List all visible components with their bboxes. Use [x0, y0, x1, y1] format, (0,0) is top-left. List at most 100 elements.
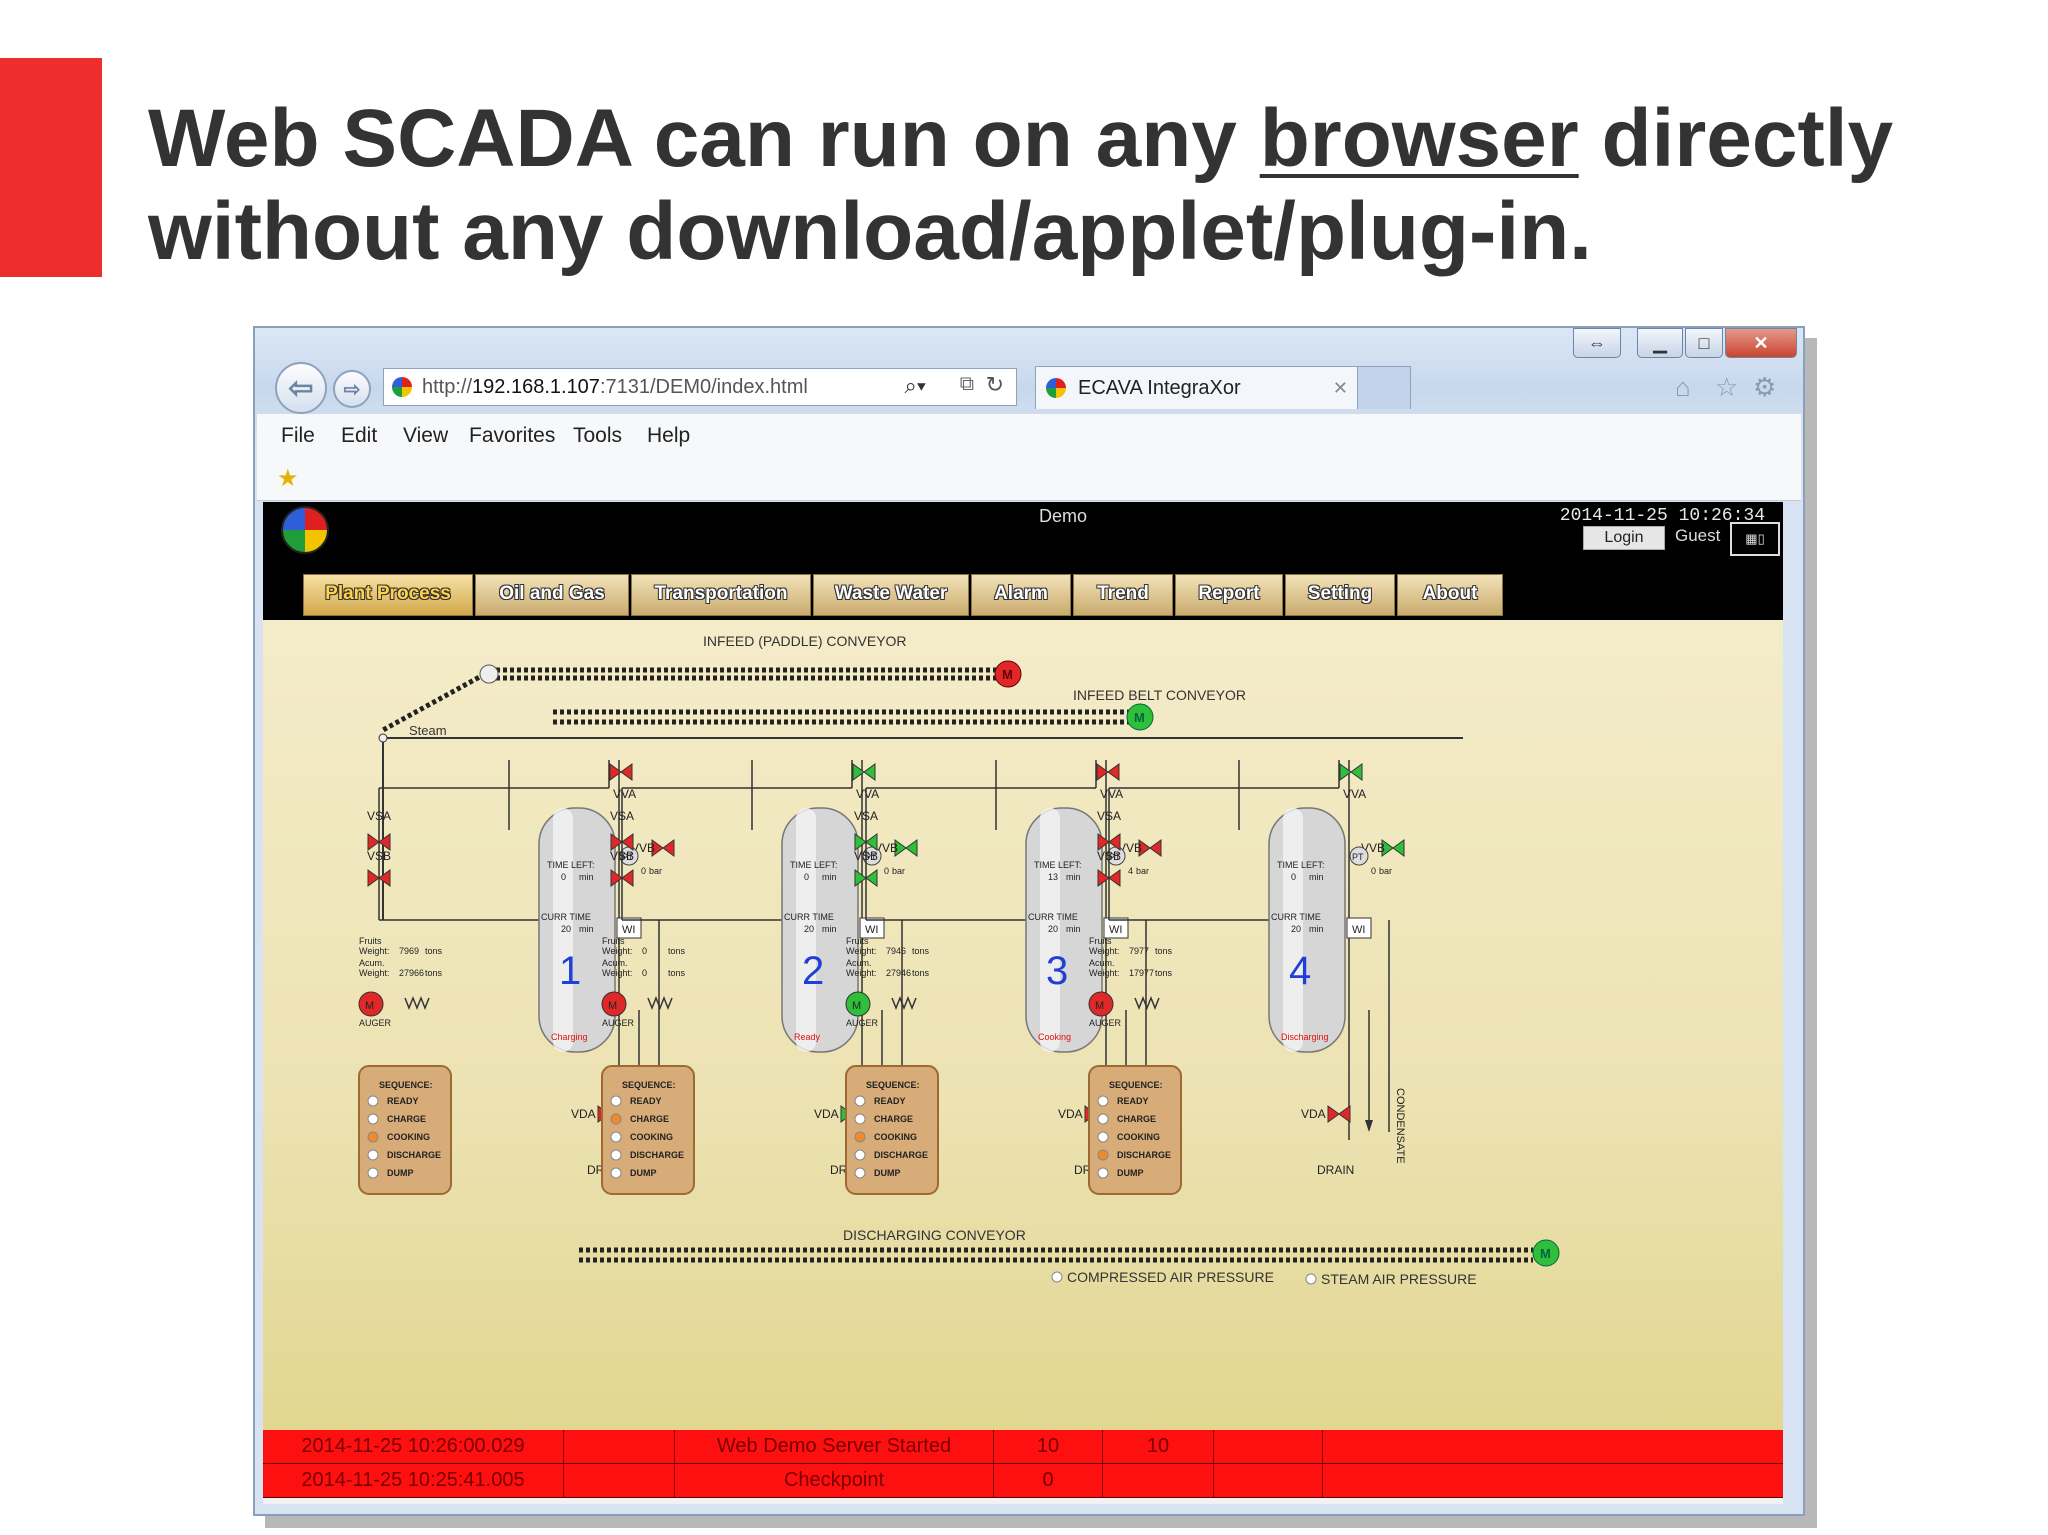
wi-label: WI	[1109, 924, 1122, 936]
tab-setting[interactable]: Setting	[1285, 574, 1395, 616]
vva-valve-icon[interactable]	[609, 763, 633, 781]
vessel-highlight	[1283, 808, 1303, 1052]
vvb-valve-icon[interactable]	[1138, 839, 1162, 857]
vsa-valve-icon[interactable]	[367, 833, 391, 851]
vsb-valve-icon[interactable]	[367, 869, 391, 887]
menu-view[interactable]: View	[403, 424, 449, 447]
close-button[interactable]: ✕	[1725, 328, 1797, 358]
search-icon[interactable]: ⌕▾	[904, 373, 926, 398]
wi-box	[616, 917, 642, 939]
auger-motor-icon[interactable]	[1088, 991, 1114, 1017]
forward-button[interactable]: ⇨	[333, 370, 371, 408]
vsb-label: VSB	[854, 849, 878, 863]
sequence-step-label: READY	[1117, 1096, 1149, 1106]
auger-motor-icon[interactable]	[845, 991, 871, 1017]
sequence-step-indicator	[367, 1095, 379, 1107]
alarm-row[interactable]: 2014-11-25 10:25:41.005 Checkpoint 0	[263, 1464, 1783, 1498]
tab-alarm[interactable]: Alarm	[971, 574, 1071, 616]
home-icon[interactable]: ⌂	[1675, 372, 1691, 402]
alarm-cell: 0	[994, 1464, 1103, 1497]
vsa-valve-icon[interactable]	[854, 833, 878, 851]
auger-motor-label: M	[365, 1000, 374, 1012]
menu-edit[interactable]: Edit	[341, 424, 378, 447]
cooker-number: 2	[802, 949, 824, 993]
address-bar[interactable]: http://192.168.1.107:7131/DEM0/index.htm…	[383, 368, 1017, 406]
sequence-step-indicator	[610, 1167, 622, 1179]
pressure-unit: bar	[892, 866, 905, 876]
auger-motor-icon[interactable]	[358, 991, 384, 1017]
restore-size-icon[interactable]: ⇔	[1573, 328, 1621, 358]
pt-gauge-icon	[862, 846, 882, 866]
alarm-row[interactable]: 2014-11-25 10:26:00.029 Web Demo Server …	[263, 1430, 1783, 1464]
pressure-unit: bar	[1379, 866, 1392, 876]
vvb-valve-icon[interactable]	[894, 839, 918, 857]
vsa-label: VSA	[1097, 809, 1121, 823]
sequence-step-label: CHARGE	[630, 1114, 669, 1124]
time-left-unit: min	[822, 872, 837, 882]
maximize-button[interactable]: □	[1685, 328, 1723, 358]
compat-view-icon[interactable]: ⧉	[959, 373, 974, 395]
vsa-valve-icon[interactable]	[1097, 833, 1121, 851]
cooker-number: 1	[559, 949, 581, 993]
sequence-step-label: DUMP	[387, 1168, 414, 1178]
tab-trend[interactable]: Trend	[1073, 574, 1173, 616]
back-button[interactable]: ⇦	[275, 362, 327, 414]
menu-help[interactable]: Help	[647, 424, 691, 447]
menu-tools[interactable]: Tools	[573, 424, 623, 447]
tab-oil-and-gas[interactable]: Oil and Gas	[475, 574, 629, 616]
vva-valve-icon[interactable]	[852, 763, 876, 781]
gear-icon[interactable]: ⚙	[1753, 372, 1777, 402]
alarm-message: Checkpoint	[675, 1464, 994, 1497]
paddle-motor-icon[interactable]	[994, 660, 1022, 688]
auger-motor-icon[interactable]	[601, 991, 627, 1017]
discharge-motor-icon[interactable]	[1532, 1239, 1560, 1267]
auger-label: AUGER	[602, 1018, 635, 1028]
vvb-valve-icon[interactable]	[651, 839, 675, 857]
vsa-valve-icon[interactable]	[610, 833, 634, 851]
new-tab-button[interactable]	[1357, 366, 1411, 409]
menu-file[interactable]: File	[281, 424, 315, 447]
curr-time-label: CURR TIME	[784, 912, 834, 922]
vda-label: VDA	[814, 1107, 839, 1121]
minimize-button[interactable]: ▁	[1637, 328, 1683, 358]
vsb-valve-icon[interactable]	[610, 869, 634, 887]
auger-screw-icon	[891, 995, 917, 1011]
sequence-title: SEQUENCE:	[622, 1080, 676, 1090]
process-diagram: INFEED (PADDLE) CONVEYOR M INFEED BELT C…	[358, 633, 1560, 1287]
belt-motor-icon[interactable]	[1126, 703, 1154, 731]
time-left-value: 13	[1048, 872, 1058, 882]
tab-report[interactable]: Report	[1175, 574, 1283, 616]
vsb-valve-icon[interactable]	[854, 869, 878, 887]
acum-label: Acum.	[1089, 958, 1115, 968]
tab-close-icon[interactable]: ✕	[1332, 377, 1348, 398]
tab-about[interactable]: About	[1397, 574, 1503, 616]
sequence-step-label: CHARGE	[874, 1114, 913, 1124]
vva-label: VVA	[1100, 787, 1123, 801]
tab-waste-water[interactable]: Waste Water	[813, 574, 969, 616]
vda-valve-icon[interactable]	[1327, 1105, 1351, 1123]
steam-junction	[378, 733, 388, 743]
add-favorite-star-icon[interactable]: ★	[277, 465, 299, 492]
vva-valve-icon[interactable]	[1339, 763, 1363, 781]
alarm-cell: 10	[994, 1430, 1103, 1463]
vva-valve-icon[interactable]	[1096, 763, 1120, 781]
vvb-valve-icon[interactable]	[1381, 839, 1405, 857]
time-left-value: 0	[561, 872, 566, 882]
auger-label: AUGER	[846, 1018, 879, 1028]
sequence-step-label: DUMP	[874, 1168, 901, 1178]
nav-bar: ⇦ ⇨ http://192.168.1.107:7131/DEM0/index…	[263, 362, 1795, 414]
refresh-icon[interactable]: ↻	[985, 372, 1004, 397]
favorites-star-icon[interactable]: ☆	[1715, 372, 1739, 402]
qr-code-icon[interactable]: ▦▯	[1730, 522, 1780, 556]
vda-label: VDA	[1301, 1107, 1326, 1121]
sequence-title: SEQUENCE:	[1109, 1080, 1163, 1090]
browser-tab[interactable]: ECAVA IntegraXor ✕	[1035, 366, 1359, 409]
tab-plant-process[interactable]: Plant Process	[303, 574, 473, 616]
tab-transportation[interactable]: Transportation	[631, 574, 811, 616]
menu-favorites[interactable]: Favorites	[469, 424, 556, 447]
login-button[interactable]: Login	[1583, 526, 1665, 550]
tab-favicon-icon	[1046, 378, 1066, 398]
acum-label: Acum.	[846, 958, 872, 968]
vsb-valve-icon[interactable]	[1097, 869, 1121, 887]
